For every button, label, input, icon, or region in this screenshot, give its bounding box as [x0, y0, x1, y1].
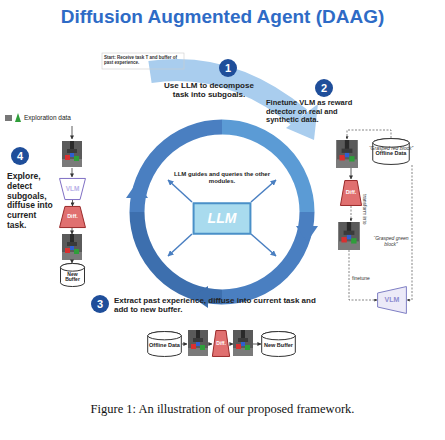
node-label-area: Diff. [59, 206, 86, 228]
box-outline [194, 203, 251, 233]
step-text: Explore, detect subgoals, diffuse into c… [7, 172, 53, 231]
node-label-area: Offline Data [372, 138, 410, 165]
node-label: VLM [385, 296, 400, 303]
flow-arrow [230, 344, 233, 345]
arrow-label: finetune [352, 276, 370, 282]
vlm-box: VLM [377, 286, 407, 314]
node-label-area: New Buffer [60, 263, 85, 287]
node-label: Diff. [346, 190, 357, 196]
guide-arrow [251, 234, 276, 256]
dashed-link [351, 206, 352, 221]
node-label-area: Diff. [340, 180, 362, 206]
start-box [102, 53, 184, 69]
plant-icon [15, 113, 21, 122]
node-label: Diff. [216, 341, 226, 346]
data-cylinder: Offline Data [372, 138, 410, 165]
trapezoid-outline [60, 178, 86, 199]
cylinder-top [61, 263, 85, 271]
trapezoid-outline [378, 287, 407, 314]
cylinder-outline [148, 332, 182, 357]
flow-arrow [72, 126, 73, 139]
flow-arrow [72, 260, 73, 263]
flow-arrow [208, 344, 212, 345]
buffer-cylinder: New Buffer [261, 331, 296, 357]
cylinder-outline [262, 332, 296, 357]
flow-arrow [351, 168, 352, 179]
node-label-area: Offline Data [147, 331, 182, 357]
callout-number: 3 [91, 295, 109, 313]
llm-box: LLM [193, 203, 251, 234]
node-label: LLM [208, 211, 237, 226]
vlm-box: VLM [59, 178, 86, 200]
scene-image [188, 330, 208, 356]
arrow-label: transform into [361, 194, 367, 225]
guide-arrow [168, 180, 192, 202]
center-note: LLM guides and queries the other modules… [172, 171, 272, 185]
ring-arc [137, 127, 222, 212]
section-label: Exploration data [24, 114, 94, 121]
guide-arrow [251, 180, 276, 202]
cylinder-outline [373, 139, 409, 165]
dashed-link [347, 130, 391, 139]
data-cylinder: Offline Data [147, 331, 182, 357]
node-label-area: LLM [193, 203, 251, 234]
ring-head [296, 226, 318, 242]
trapezoid-outline [212, 331, 229, 357]
trapezoid-outline [60, 206, 86, 227]
dashed-link [349, 250, 377, 300]
callout-number: 1 [219, 59, 237, 77]
callout-number: 2 [315, 79, 333, 97]
quote-label: “Grasped red block” [368, 146, 414, 152]
trapezoid-outline [340, 181, 361, 206]
scene-image [338, 222, 360, 250]
node-label: New Buffer [61, 272, 84, 283]
start-note: Start: Receive task T and buffer of past… [104, 55, 182, 65]
node-label: Offline Data [149, 343, 180, 349]
guide-arrow [168, 234, 192, 256]
diffusion-box: Diff. [340, 180, 362, 206]
node-label-area: New Buffer [261, 331, 296, 357]
flow-arrow [253, 344, 261, 345]
node-label: Diff. [67, 214, 78, 220]
robot-icon [5, 115, 12, 121]
ring-arc [222, 127, 307, 212]
flow-arrow [182, 344, 187, 345]
node-label: VLM [66, 186, 80, 193]
dashed-link [407, 165, 412, 300]
connector [72, 200, 73, 206]
cylinder-outline [61, 263, 85, 286]
title: Diffusion Augmented Agent (DAAG) [0, 6, 445, 28]
cylinder-top [262, 332, 296, 340]
scene-image [336, 140, 358, 168]
cylinder-top [148, 332, 182, 340]
scene-image [233, 330, 253, 356]
node-label-area: Diff. [212, 330, 230, 357]
step-text: Finetune VLM as reward detector on real … [266, 99, 364, 125]
ring-head [126, 182, 148, 198]
scene-image [62, 234, 82, 260]
diffusion-box: Diff. [59, 206, 86, 228]
node-label-area: VLM [377, 286, 407, 314]
caption: Figure 1: An illustration of our propose… [0, 402, 445, 417]
buffer-cylinder: New Buffer [60, 263, 85, 287]
callout-number: 4 [11, 147, 29, 165]
flow-arrow [72, 168, 73, 177]
step-text: Use LLM to decompose task into subgoals. [158, 81, 260, 99]
scene-image [62, 141, 82, 167]
step-text: Extract past experience, diffuse into cu… [114, 296, 326, 314]
node-label-area: VLM [59, 178, 86, 200]
diffusion-box: Diff. [212, 330, 230, 357]
quote-label: “Grasped green block” [368, 236, 414, 248]
flow-arrow [72, 228, 73, 234]
node-label: Offline Data [376, 151, 407, 157]
node-label: New Buffer [264, 343, 293, 349]
